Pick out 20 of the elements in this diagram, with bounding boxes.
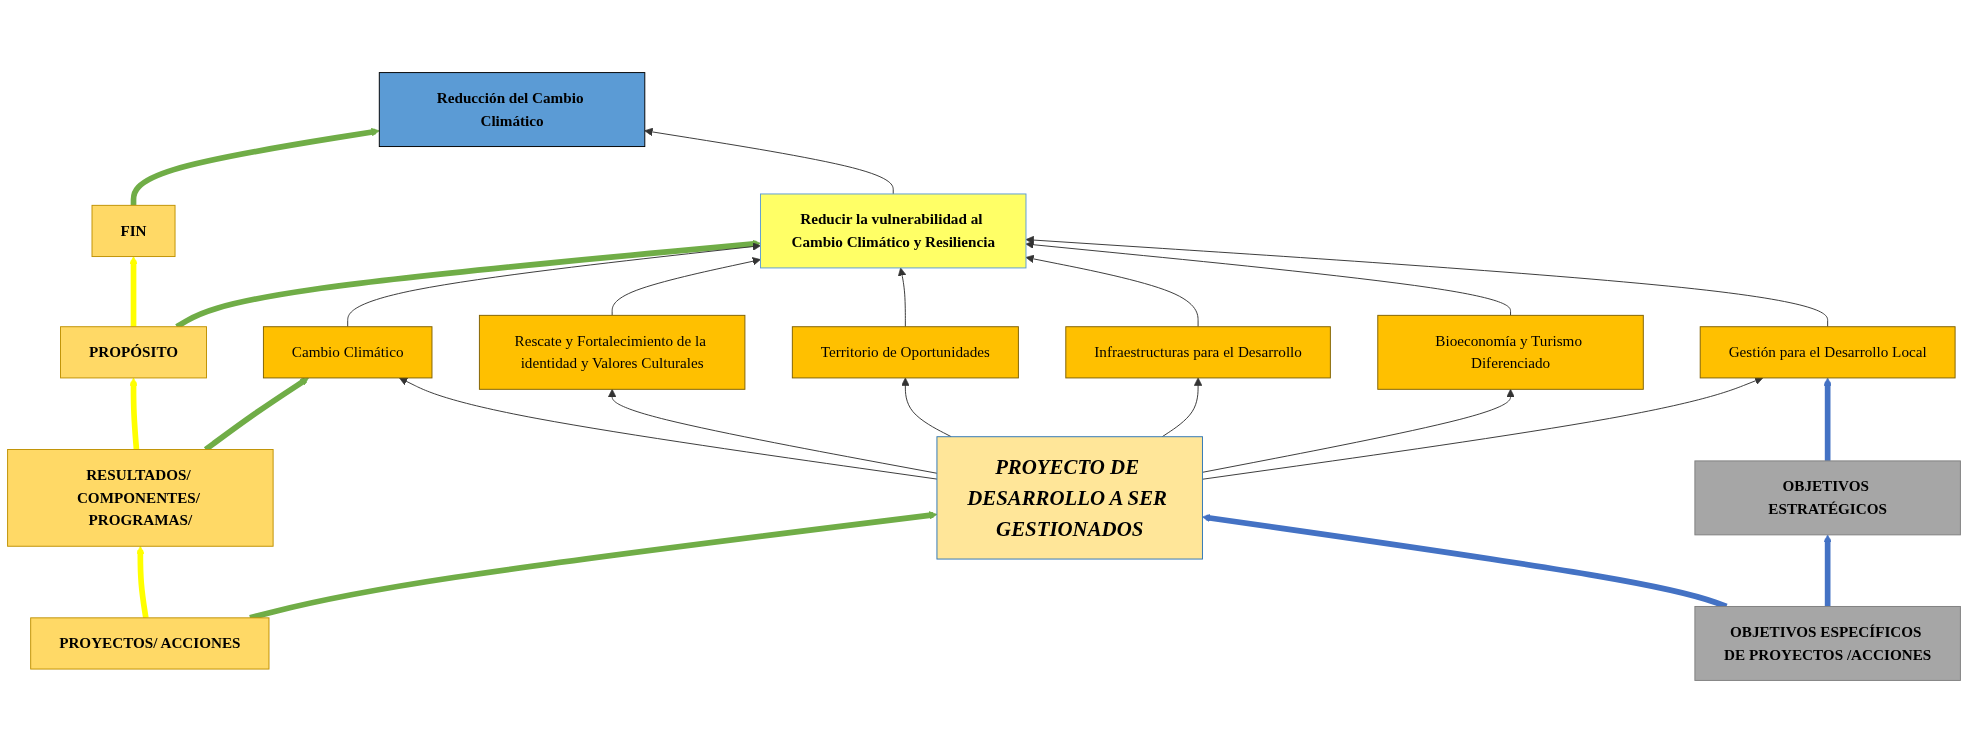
arrow [129,377,140,450]
node-box: Cambio Climático [262,326,433,379]
node-box: OBJETIVOS ESTRATÉGICOS [1694,460,1961,536]
node-box: Rescate y Fortalecimiento de la identidad y Valores Culturales [478,314,746,390]
node-box: Infraestructuras para el Desarrollo [1065,326,1331,379]
node-box: RESULTADOS/ COMPONENTES/ PROGRAMAS/ [7,449,274,547]
arrow [129,256,138,327]
node-box: Reducción del Cambio Climático [378,72,646,147]
node-box: PROPÓSITO [60,326,207,379]
node-box: Bioeconomía y Turismo Diferenciado [1377,314,1644,390]
node-box: FIN [91,204,176,257]
node-box: Territorio de Oportunidades [791,326,1019,379]
node-box: Reducir la vulnerabilidad al Cambio Climático y Resiliencia [760,193,1027,269]
node-box: PROYECTOS/ ACCIONES [30,617,270,670]
arrow [1823,377,1832,461]
node-box: Gestión para el Desarrollo Local [1699,326,1956,379]
node-box: OBJETIVOS ESPECÍFICOS DE PROYECTOS /ACCIONES [1694,605,1961,681]
arrow [1823,534,1832,607]
node-box: PROYECTO DE DESARROLLO A SER GESTIONADOS [936,436,1203,560]
arrow [136,545,149,619]
